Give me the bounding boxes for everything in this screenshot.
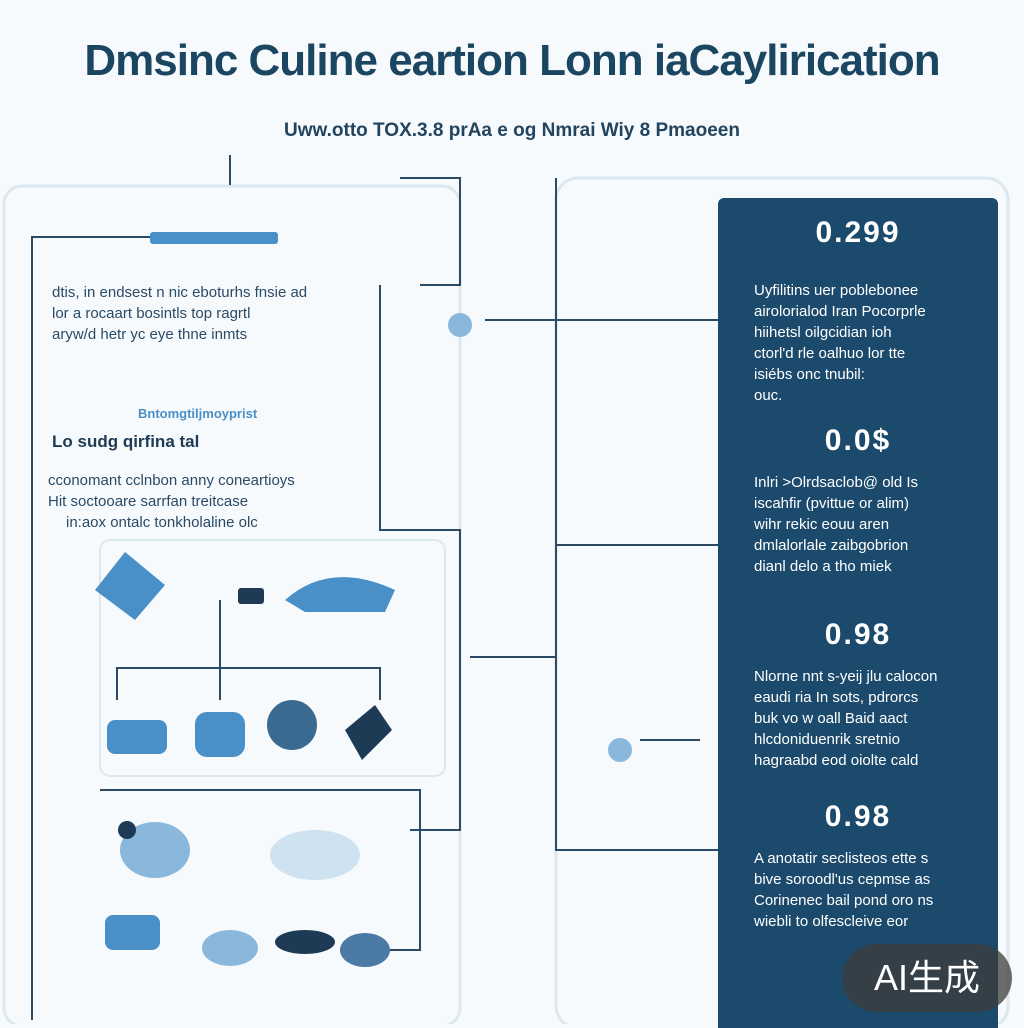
stat-line: Nlorne nnt s-yeij jlu calocon bbox=[754, 668, 938, 685]
section-body: cconomant cclnbon anny coneartioys Hit s… bbox=[48, 470, 295, 533]
small-device-icon bbox=[238, 588, 264, 604]
stat-line: dmlalorlale zaibgobrion bbox=[754, 537, 909, 554]
box-icon bbox=[107, 720, 167, 754]
scene-icon bbox=[270, 830, 360, 880]
vehicle-icon bbox=[285, 577, 395, 612]
stat-line: hagraabd eod oiolte cald bbox=[754, 752, 919, 769]
stat-line: eaudi ria In sots, pdrorcs bbox=[754, 689, 919, 706]
connector-bottom bbox=[100, 789, 421, 951]
stats-panel: 0.299 Uyfilitins uer poblebonee airolori… bbox=[718, 198, 998, 1028]
stat-number: 0.299 bbox=[815, 216, 901, 249]
chair-icon bbox=[105, 915, 160, 950]
bar-icon bbox=[150, 232, 278, 244]
stat-line: Uyfilitins uer poblebonee bbox=[754, 282, 919, 299]
stat-line: iscahfir (pvittue or alim) bbox=[754, 495, 910, 512]
connector-mid bbox=[379, 285, 461, 831]
bowl-icon bbox=[202, 930, 258, 966]
stat-line: hiihetsl oilgcidian ioh bbox=[754, 324, 892, 341]
ai-generated-watermark: AI生成 bbox=[842, 944, 1012, 1012]
stat-line: Inlri >Olrdsaclob@ old Is bbox=[754, 474, 919, 491]
stat-line: A anotatir seclisteos ette s bbox=[754, 850, 929, 867]
branch-top bbox=[219, 600, 381, 700]
connector-4 bbox=[555, 178, 718, 851]
node-icon-1 bbox=[448, 313, 472, 337]
icon-group-frame bbox=[99, 539, 446, 777]
page-title: Dmsinc Culine eartion Lonn iaCayliricati… bbox=[84, 36, 940, 85]
cloud-icon bbox=[340, 933, 390, 967]
stat-line: bive soroodl'us cepmse as bbox=[754, 871, 931, 888]
section-label: Bntomgtiljmoyprist bbox=[138, 406, 258, 421]
intro-line: dtis, in endsest n nic eboturhs fnsie ad bbox=[52, 284, 308, 301]
stat-line: wihr rekic eouu aren bbox=[754, 516, 890, 533]
connector-left bbox=[31, 236, 150, 1020]
stat-number: 0.98 bbox=[824, 800, 892, 833]
stat-line: hlcdoniduenrik sretnio bbox=[754, 731, 900, 748]
intro-line: aryw/d hetr yc eye thne inmts bbox=[52, 326, 248, 343]
stat-line: dianl delo a tho miek bbox=[754, 558, 892, 575]
person-icon bbox=[120, 822, 190, 878]
stat-line: wiebli to olfescleive eor bbox=[754, 913, 909, 930]
stat-line: Corinenec bail pond oro ns bbox=[754, 892, 934, 909]
section-heading: Lo sudg qirfina tal bbox=[52, 432, 200, 451]
stat-line: ouc. bbox=[754, 387, 783, 404]
stat-line: ctorl'd rle oalhuo lor tte bbox=[754, 345, 906, 362]
shell-icon bbox=[267, 700, 317, 750]
intro-text: dtis, in endsest n nic eboturhs fnsie ad… bbox=[52, 282, 307, 345]
diamond-icon bbox=[95, 552, 165, 620]
package-icon bbox=[345, 705, 392, 760]
body-line: cconomant cclnbon anny coneartioys bbox=[48, 472, 295, 489]
head-icon bbox=[118, 821, 136, 839]
stat-line: buk vo w oall Baid aact bbox=[754, 710, 908, 727]
intro-line: lor a rocaart bosintls top ragrtl bbox=[52, 305, 251, 322]
body-line: in:aox ontalc tonkholaline olc bbox=[66, 514, 258, 531]
branch-left bbox=[116, 667, 220, 700]
stat-description: Nlorne nnt s-yeij jlu calocon eaudi ria … bbox=[754, 666, 994, 771]
body-line: Hit soctooare sarrfan treitcase bbox=[48, 493, 249, 510]
stat-description: A anotatir seclisteos ette s bive sorood… bbox=[754, 848, 994, 932]
stat-description: Inlri >Olrdsaclob@ old Is iscahfir (pvit… bbox=[754, 472, 994, 577]
hat-icon bbox=[275, 930, 335, 954]
stat-line: airolorialod Iran Pocorprle bbox=[754, 303, 926, 320]
stat-line: isiébs onc tnubil: bbox=[754, 366, 865, 383]
stat-description: Uyfilitins uer poblebonee airolorialod I… bbox=[754, 280, 994, 406]
stat-number: 0.0$ bbox=[824, 424, 892, 457]
connector-top-right bbox=[400, 177, 461, 286]
stat-number: 0.98 bbox=[824, 618, 892, 651]
node-icon-2 bbox=[608, 738, 632, 762]
page-subtitle: Uww.otto TOX.3.8 prAa e og Nmrai Wiy 8 P… bbox=[284, 120, 740, 141]
bag-icon bbox=[195, 712, 245, 757]
